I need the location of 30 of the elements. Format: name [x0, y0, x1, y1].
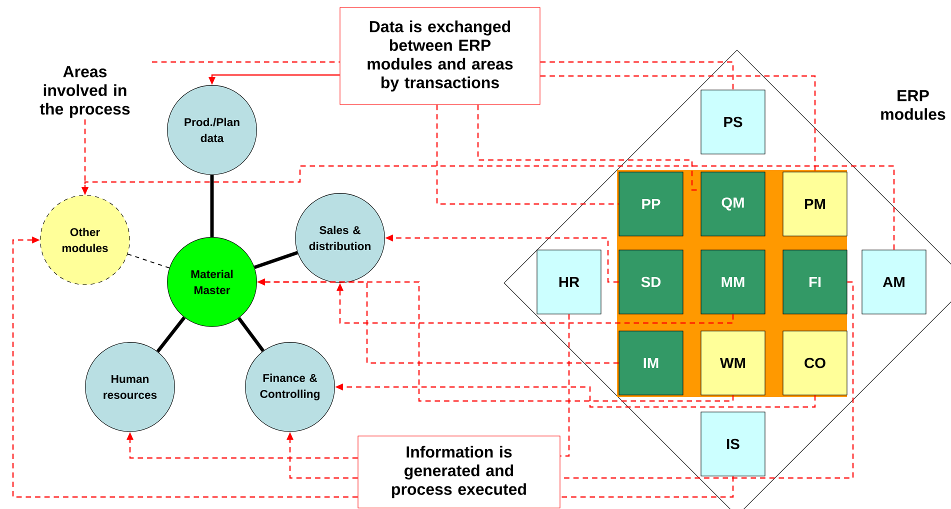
- module-box: PP: [618, 172, 684, 236]
- connector: [152, 61, 340, 63]
- module-box: FI: [782, 250, 848, 314]
- module-box: IS: [700, 412, 766, 476]
- connector: [436, 104, 619, 205]
- module-box: WM: [700, 330, 766, 396]
- module-box: QM: [700, 172, 766, 236]
- connector: [210, 174, 214, 238]
- connector: [12, 236, 358, 498]
- connector: [127, 254, 170, 268]
- connector: [560, 314, 570, 457]
- connector: [156, 316, 186, 353]
- connector: [82, 165, 895, 250]
- callout-box: Information is generated and process executed: [358, 436, 560, 508]
- module-box: AM: [862, 250, 926, 314]
- connector: [560, 476, 734, 498]
- callout-box: Data is exchanged between ERP modules and areas by transactions: [340, 7, 540, 105]
- module-box: CO: [782, 330, 848, 396]
- connector: [237, 317, 265, 352]
- connector: [540, 75, 816, 172]
- annotation-text: Areas involved in the process: [40, 66, 130, 118]
- module-box: SD: [618, 250, 684, 314]
- module-box: PS: [700, 90, 766, 154]
- annotation-text: ERP modules: [881, 90, 946, 120]
- module-box: IM: [618, 330, 684, 396]
- connector: [540, 61, 734, 90]
- module-box: PM: [782, 172, 848, 236]
- module-box: MM: [700, 250, 766, 314]
- connector: [254, 250, 298, 270]
- module-box: HR: [536, 250, 602, 314]
